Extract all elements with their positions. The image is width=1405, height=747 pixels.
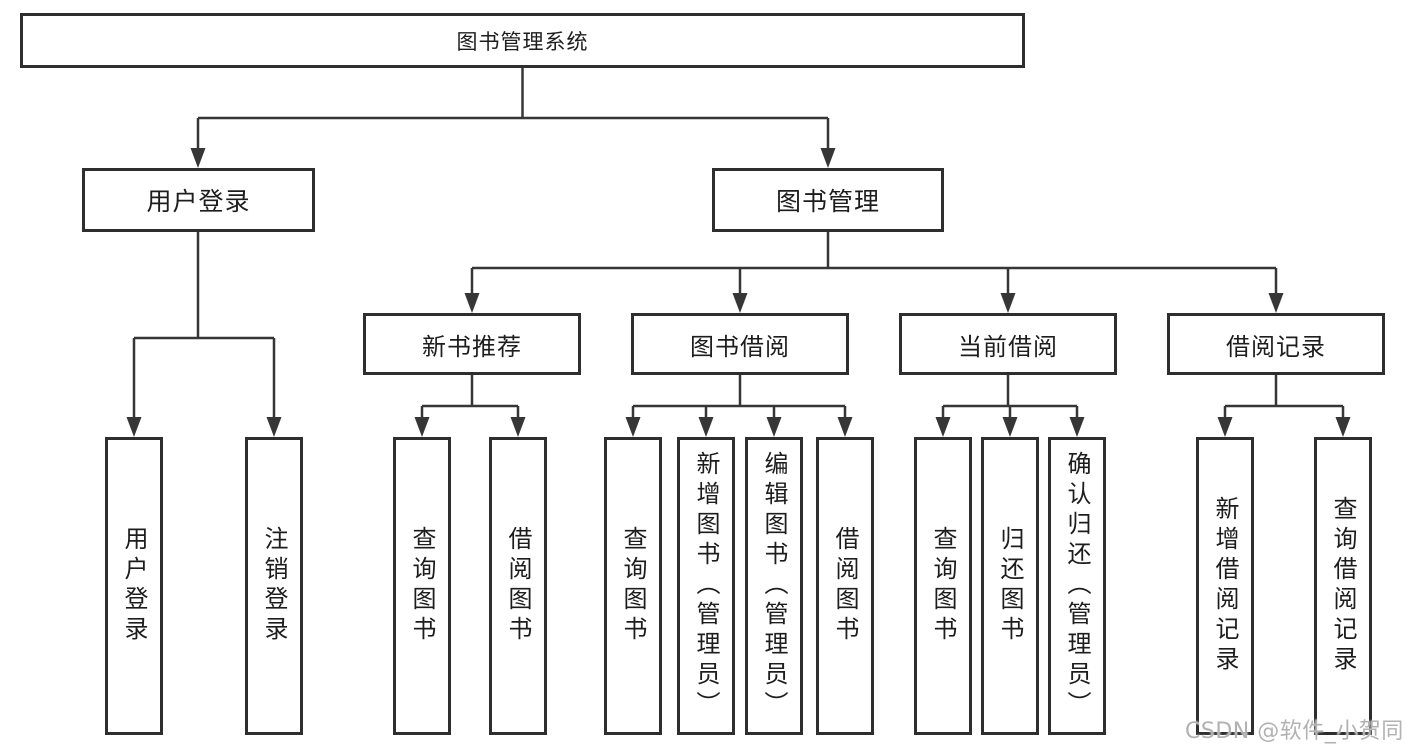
node-label: 图书借阅 bbox=[690, 332, 790, 361]
node-label: 借阅记录 bbox=[1226, 332, 1326, 361]
leaf-add-borrow-record: 新增借阅记录 bbox=[1196, 437, 1254, 735]
node-label: 归还图书 bbox=[996, 526, 1024, 646]
connector-borrow-record-children bbox=[1223, 375, 1345, 419]
leaf-return-book: 归还图书 bbox=[981, 437, 1039, 735]
connector-book-management-children bbox=[470, 232, 1278, 295]
node-label: 查询借阅记录 bbox=[1329, 496, 1357, 676]
node-label: 新增图书（管理员） bbox=[692, 451, 720, 721]
arrowheads bbox=[126, 148, 1351, 437]
leaf-query-book-1: 查询图书 bbox=[393, 437, 451, 735]
node-label: 当前借阅 bbox=[958, 332, 1058, 361]
node-label: 借阅图书 bbox=[831, 526, 859, 646]
connector-current-borrow-children bbox=[941, 375, 1079, 419]
leaf-logout: 注销登录 bbox=[245, 437, 303, 735]
connector-user-login-children bbox=[132, 232, 276, 419]
node-new-book-recommend: 新书推荐 bbox=[363, 313, 581, 375]
node-label: 用户登录 bbox=[120, 526, 148, 646]
node-user-login: 用户登录 bbox=[82, 168, 315, 232]
leaf-borrow-book-1: 借阅图书 bbox=[489, 437, 547, 735]
node-label: 图书管理系统 bbox=[456, 29, 589, 54]
node-label: 确认归还（管理员） bbox=[1063, 451, 1091, 721]
node-label: 编辑图书（管理员） bbox=[760, 451, 788, 721]
node-label: 图书管理 bbox=[775, 187, 880, 216]
leaf-add-book-admin: 新增图书（管理员） bbox=[677, 437, 735, 735]
connector-new-book-children bbox=[420, 375, 520, 419]
node-label: 查询图书 bbox=[619, 526, 647, 646]
connector-book-borrow-children bbox=[631, 375, 847, 419]
leaf-query-borrow-record: 查询借阅记录 bbox=[1314, 437, 1372, 735]
leaf-query-book-3: 查询图书 bbox=[914, 437, 972, 735]
node-book-borrow: 图书借阅 bbox=[631, 313, 849, 375]
leaf-edit-book-admin: 编辑图书（管理员） bbox=[745, 437, 803, 735]
node-book-management: 图书管理 bbox=[712, 168, 944, 232]
leaf-borrow-book-2: 借阅图书 bbox=[816, 437, 874, 735]
node-label: 用户登录 bbox=[146, 187, 251, 216]
node-label: 新增借阅记录 bbox=[1211, 496, 1239, 676]
node-label: 借阅图书 bbox=[504, 526, 532, 646]
node-library-management-system: 图书管理系统 bbox=[20, 13, 1025, 68]
node-current-borrow: 当前借阅 bbox=[899, 313, 1117, 375]
node-label: 查询图书 bbox=[929, 526, 957, 646]
leaf-confirm-return-admin: 确认归还（管理员） bbox=[1048, 437, 1106, 735]
connector-root-to-level2 bbox=[196, 68, 830, 150]
watermark: CSDN @软件_小贺同学 bbox=[1185, 719, 1405, 744]
node-borrow-record: 借阅记录 bbox=[1167, 313, 1385, 375]
node-label: 查询图书 bbox=[408, 526, 436, 646]
node-label: 注销登录 bbox=[260, 526, 288, 646]
leaf-query-book-2: 查询图书 bbox=[604, 437, 662, 735]
node-label: 新书推荐 bbox=[422, 332, 522, 361]
leaf-user-login: 用户登录 bbox=[105, 437, 163, 735]
